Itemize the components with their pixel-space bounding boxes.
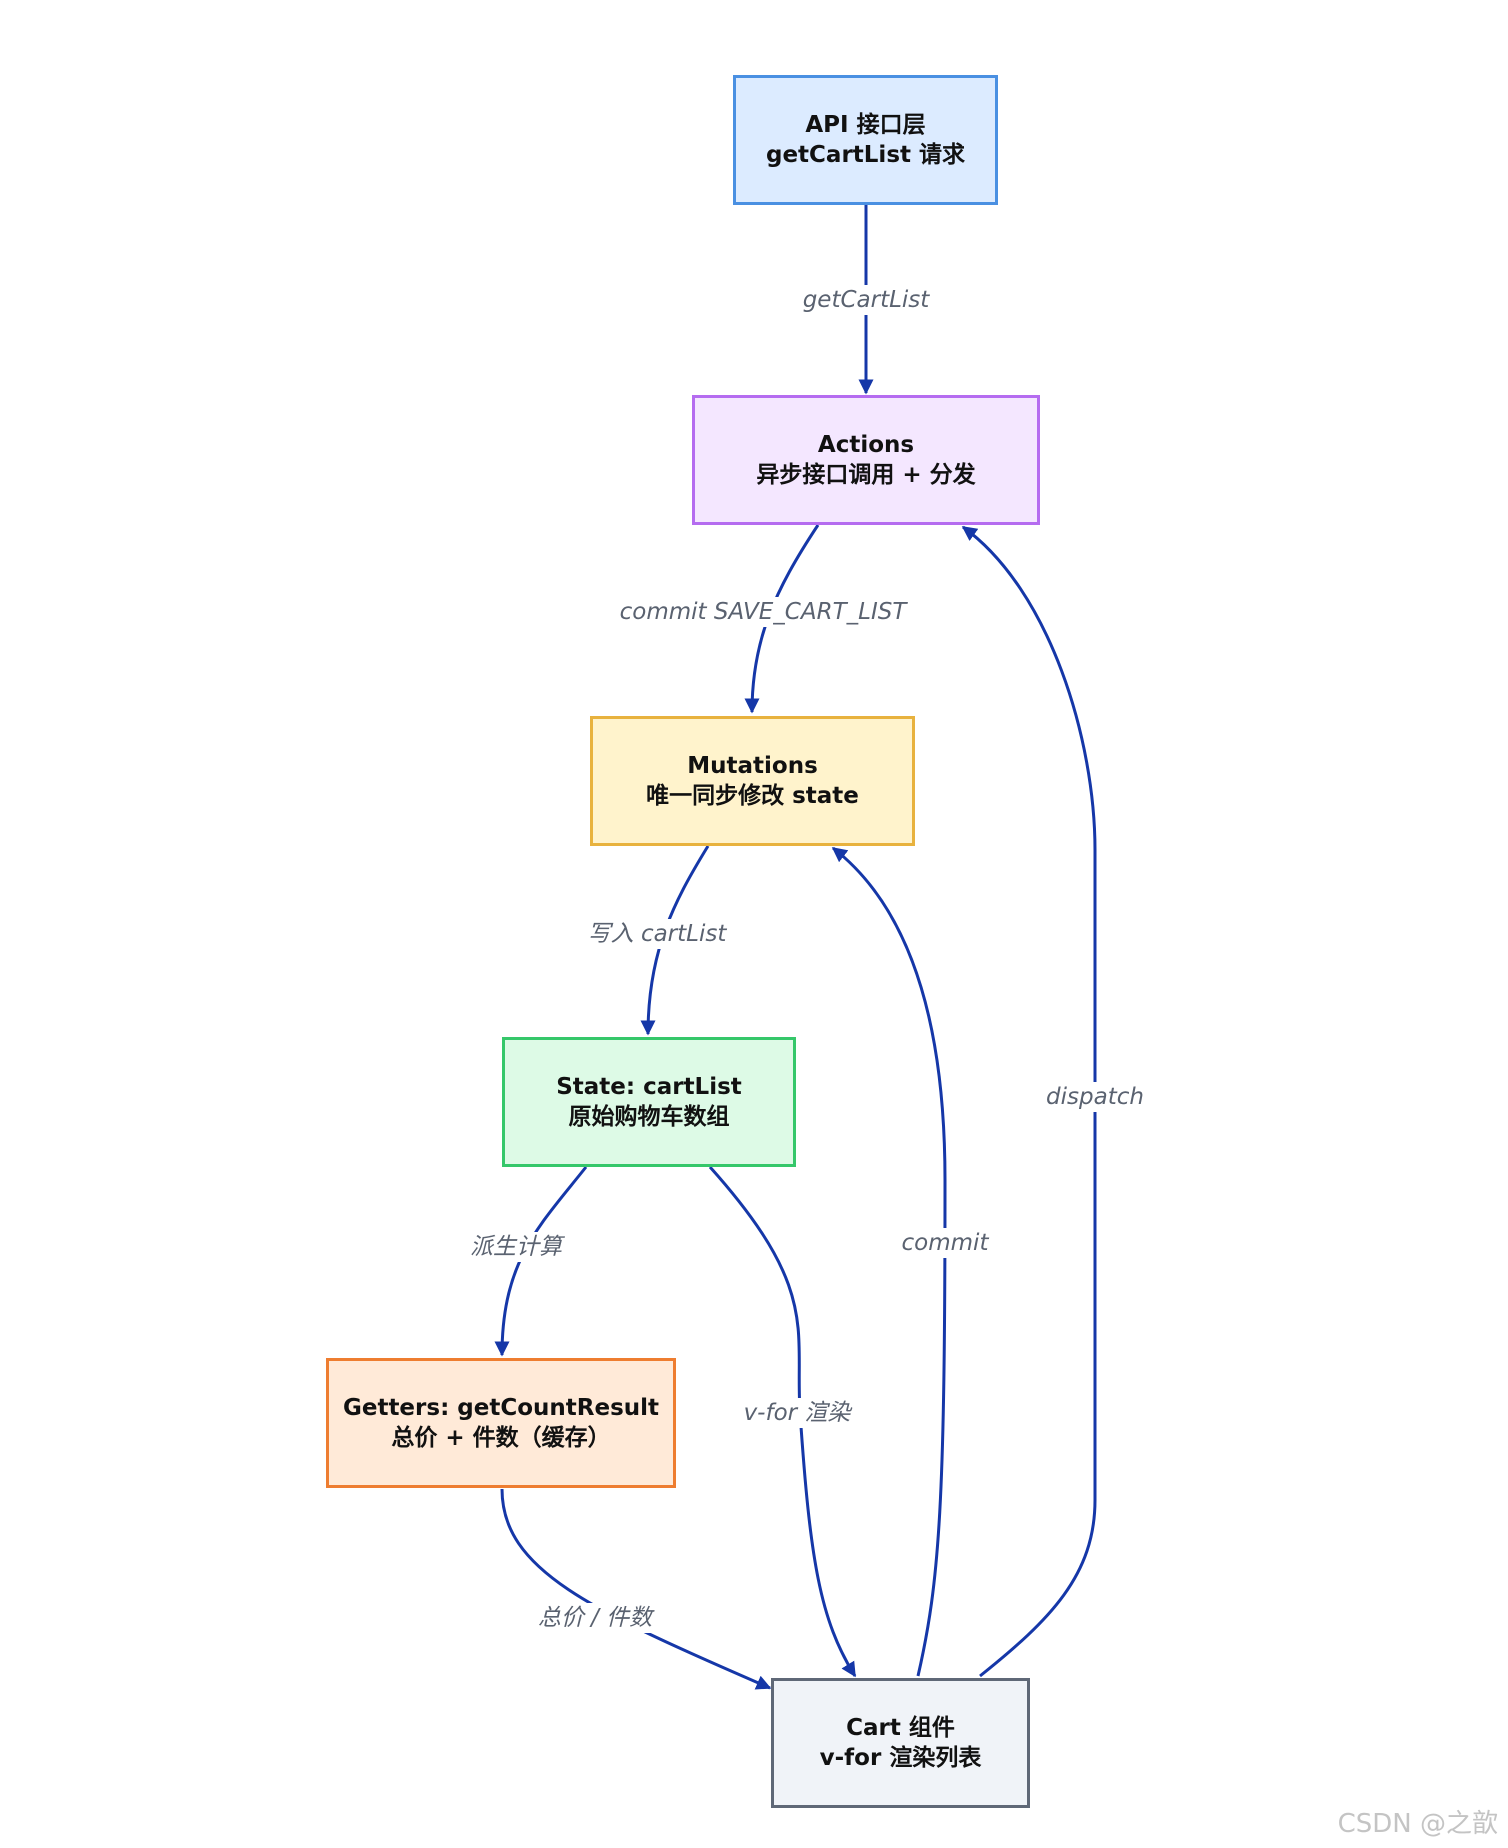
node-state: State: cartList 原始购物车数组 <box>502 1037 796 1167</box>
node-mutations-title: Mutations <box>687 753 818 779</box>
node-cart-component: Cart 组件 v-for 渲染列表 <box>771 1678 1030 1808</box>
node-api-title: API 接口层 <box>805 112 926 138</box>
edge-label-total-count: 总价 / 件数 <box>533 1603 657 1633</box>
node-cart-title: Cart 组件 <box>846 1715 955 1741</box>
node-actions-title: Actions <box>817 432 915 458</box>
node-state-subtitle: 原始购物车数组 <box>568 1104 730 1130</box>
node-mutations: Mutations 唯一同步修改 state <box>590 716 915 846</box>
node-api-subtitle: getCartList 请求 <box>765 142 966 168</box>
node-actions-subtitle: 异步接口调用 + 分发 <box>756 462 976 488</box>
edge-label-get-cart-list: getCartList <box>798 285 934 315</box>
node-mutations-subtitle: 唯一同步修改 state <box>646 783 859 809</box>
node-cart-subtitle: v-for 渲染列表 <box>819 1745 982 1771</box>
edge-getters-to-cart <box>500 1488 772 1690</box>
node-getters: Getters: getCountResult 总价 + 件数（缓存） <box>326 1358 676 1488</box>
node-getters-subtitle: 总价 + 件数（缓存） <box>391 1425 611 1451</box>
edge-label-commit: commit <box>897 1228 993 1258</box>
watermark-text: CSDN @之歆 <box>1337 1809 1498 1839</box>
edge-label-derived-compute: 派生计算 <box>466 1232 566 1262</box>
edge-label-commit-save-cart-list: commit SAVE_CART_LIST <box>615 597 911 627</box>
node-api-layer: API 接口层 getCartList 请求 <box>733 75 998 205</box>
edge-label-write-cart-list: 写入 cartList <box>583 919 731 949</box>
node-getters-title: Getters: getCountResult <box>342 1395 660 1421</box>
edge-label-dispatch: dispatch <box>1042 1082 1148 1112</box>
node-actions: Actions 异步接口调用 + 分发 <box>692 395 1040 525</box>
edge-cart-to-mutations <box>831 846 947 1677</box>
edge-label-v-for-render: v-for 渲染 <box>739 1398 855 1428</box>
edge-cart-to-actions <box>961 525 1097 1678</box>
node-state-title: State: cartList <box>556 1074 742 1100</box>
